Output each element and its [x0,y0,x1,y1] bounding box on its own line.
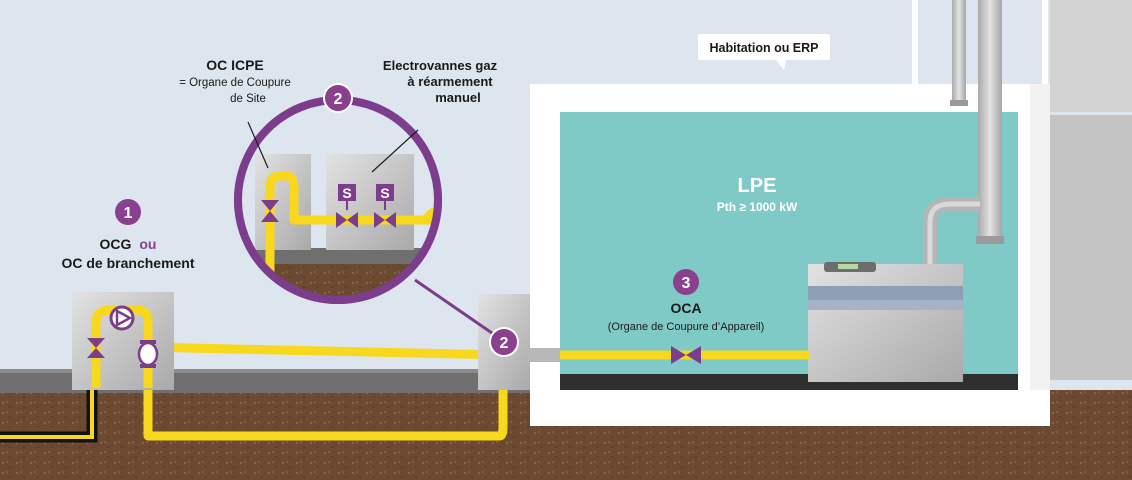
oc-icpe-subtitle-1: = Organe de Coupure [179,77,291,89]
gas-meter-icon [137,340,159,368]
boiler-icon [808,262,963,382]
building-wall-right [1050,0,1132,112]
solenoid-s-label-1: S [342,185,351,201]
oc-icpe-pointer [247,121,269,169]
electrovannes-line2: à réarmement [407,74,493,89]
valve-icon [87,338,105,358]
oc-icpe-subtitle-2: de Site [230,93,266,105]
svg-text:3: 3 [682,275,691,292]
building-wall-right-lower [1050,115,1132,380]
oc-icpe-title: OC ICPE [206,57,264,73]
svg-text:1: 1 [124,205,133,222]
svg-text:2: 2 [334,91,343,108]
solenoid-valve-icon [336,184,396,228]
ocg-label-line1: OCG ou [100,236,157,252]
building-foundation [530,390,1050,426]
electrovannes-line1: Electrovannes gaz [383,58,498,73]
zoom-connector [414,278,506,344]
badge-2-zoom: 2 [323,83,353,113]
lpe-title: LPE [738,175,777,197]
badge-3: 3 [673,269,699,295]
ocg-label-ou: ou [139,236,156,252]
badge-2-cabinet: 2 [489,327,519,357]
oca-valve-icon [671,346,701,364]
habitation-label: Habitation ou ERP [709,41,818,55]
solenoid-s-label-2: S [380,185,389,201]
pressure-regulator-icon [109,305,135,331]
oc-icpe-valve-icon [261,200,279,222]
electrovannes-pointer [371,129,419,173]
ground-slab-top [0,369,540,373]
svg-text:2: 2 [500,335,509,352]
habitation-callout: Habitation ou ERP [698,34,830,70]
electrovannes-line3: manuel [435,90,481,105]
ocg-label-prefix: OCG [100,236,132,252]
building-right-post [1030,84,1050,394]
chimney-flue-icon [923,0,1004,266]
badge-1: 1 [115,199,141,225]
oca-title: OCA [670,300,701,316]
ocg-cabinet [72,292,174,390]
lpe-power: Pth ≥ 1000 kW [717,200,798,214]
oca-desc: (Organe de Coupure d’Appareil) [608,321,765,333]
ocg-label-line2: OC de branchement [61,255,194,271]
